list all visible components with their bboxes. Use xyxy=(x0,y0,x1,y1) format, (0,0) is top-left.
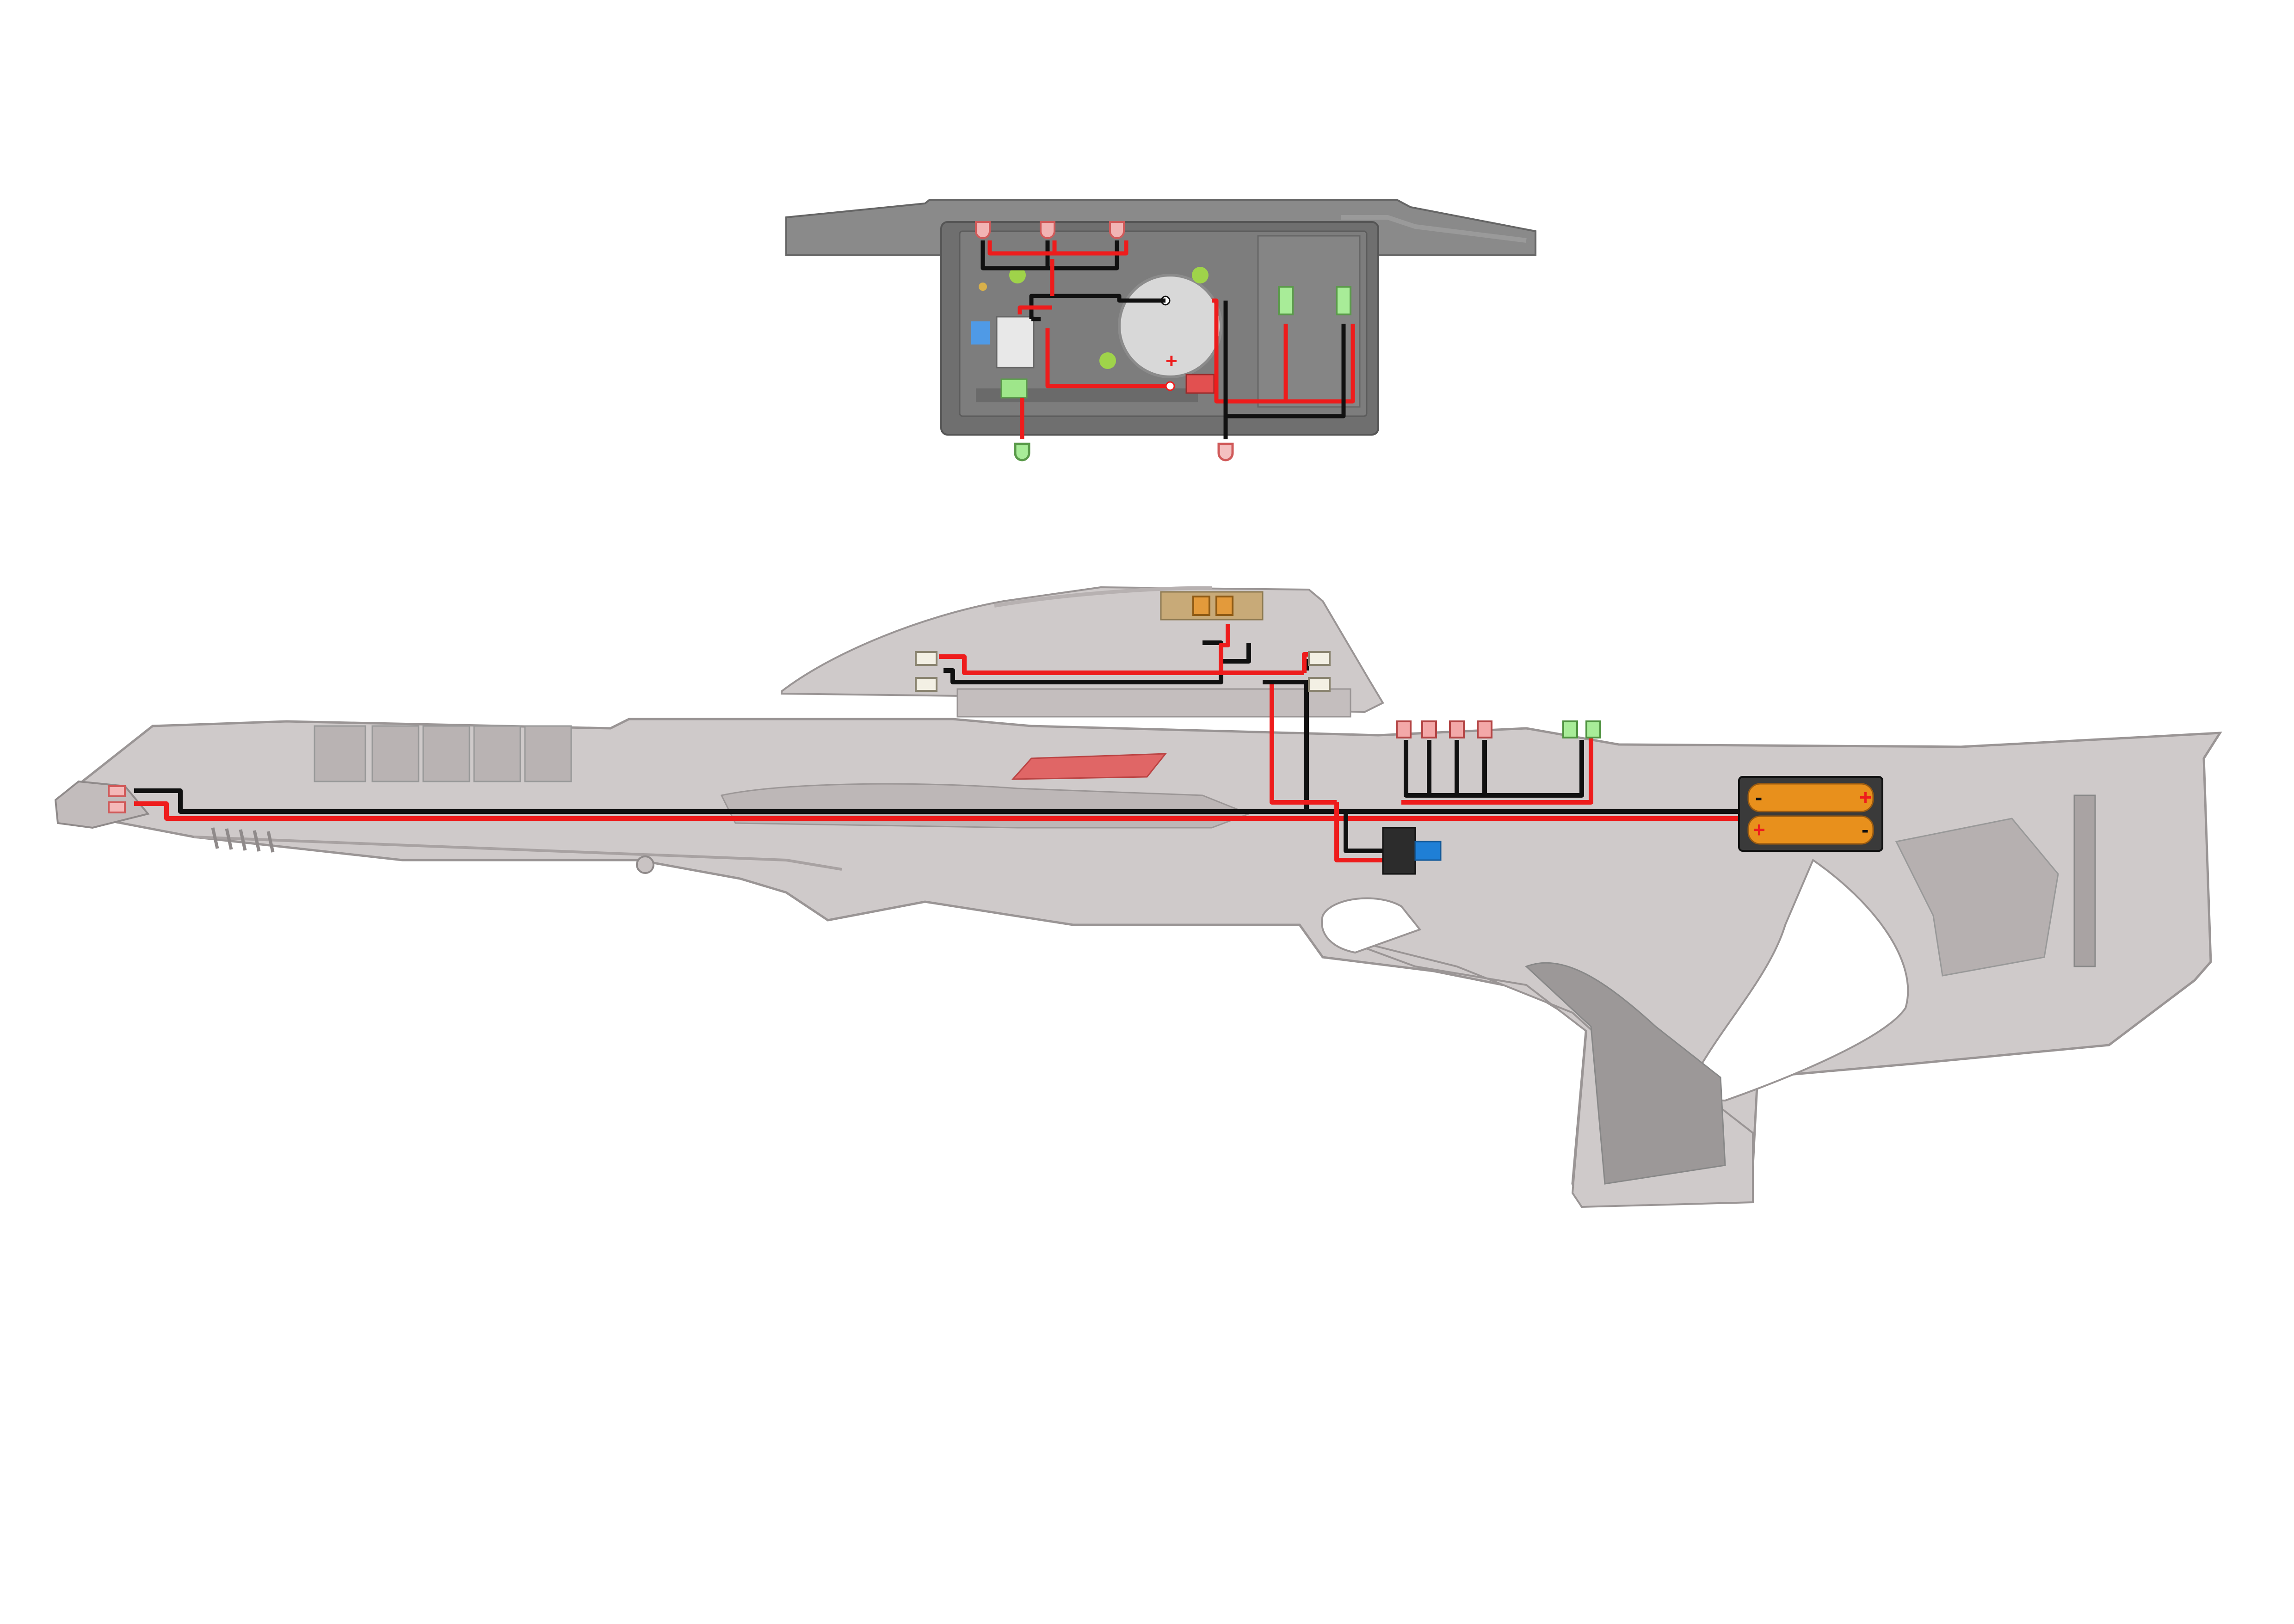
battery-positive-top: + xyxy=(1859,785,1872,809)
scope-window xyxy=(1160,591,1264,621)
stock-panel xyxy=(1895,818,2059,977)
slide-switch xyxy=(1382,827,1442,875)
scope-ridge xyxy=(994,586,1212,608)
led-scope-white xyxy=(915,651,1331,692)
scope-base xyxy=(956,688,1351,718)
standoff xyxy=(1192,267,1209,283)
red-connector xyxy=(1185,374,1215,394)
led-side-green xyxy=(1562,720,1601,738)
led-scope-amber xyxy=(1192,596,1233,616)
standoff xyxy=(979,283,987,291)
battery-negative-top: - xyxy=(1755,785,1762,809)
sound-module xyxy=(996,316,1035,369)
led-muzzle xyxy=(975,221,1125,239)
indicator-lens xyxy=(1011,753,1167,780)
standoff xyxy=(1009,267,1026,283)
lower-rail xyxy=(194,836,842,871)
battery-positive-bottom: + xyxy=(1753,818,1765,842)
upper-module-flange-ridge xyxy=(1341,215,1527,243)
upper-wires xyxy=(980,240,1355,439)
switch-icon xyxy=(971,321,990,344)
stock-slot xyxy=(2073,794,2096,967)
led-muzzle xyxy=(108,785,126,813)
coin-cell-positive-sign: + xyxy=(1166,350,1178,372)
aa-battery-holder: + + - - xyxy=(1738,776,1883,852)
green-connector xyxy=(1000,378,1028,399)
upper-module: + xyxy=(785,199,1536,461)
led-side-red xyxy=(1396,720,1492,738)
battery-negative-bottom: - xyxy=(1862,818,1868,842)
led-pins-green xyxy=(1014,443,1030,461)
terminal-dot xyxy=(1165,381,1175,391)
standoff xyxy=(1099,352,1116,369)
led-pins xyxy=(1217,443,1234,461)
barrel-ribs xyxy=(314,725,572,782)
vent-slots xyxy=(211,827,275,853)
stock-opening xyxy=(1698,858,1909,1102)
body-screw xyxy=(636,855,654,874)
grip-panel xyxy=(1525,962,1726,1185)
trigger-guard-opening xyxy=(1321,897,1422,954)
led-side-green xyxy=(1278,286,1351,315)
